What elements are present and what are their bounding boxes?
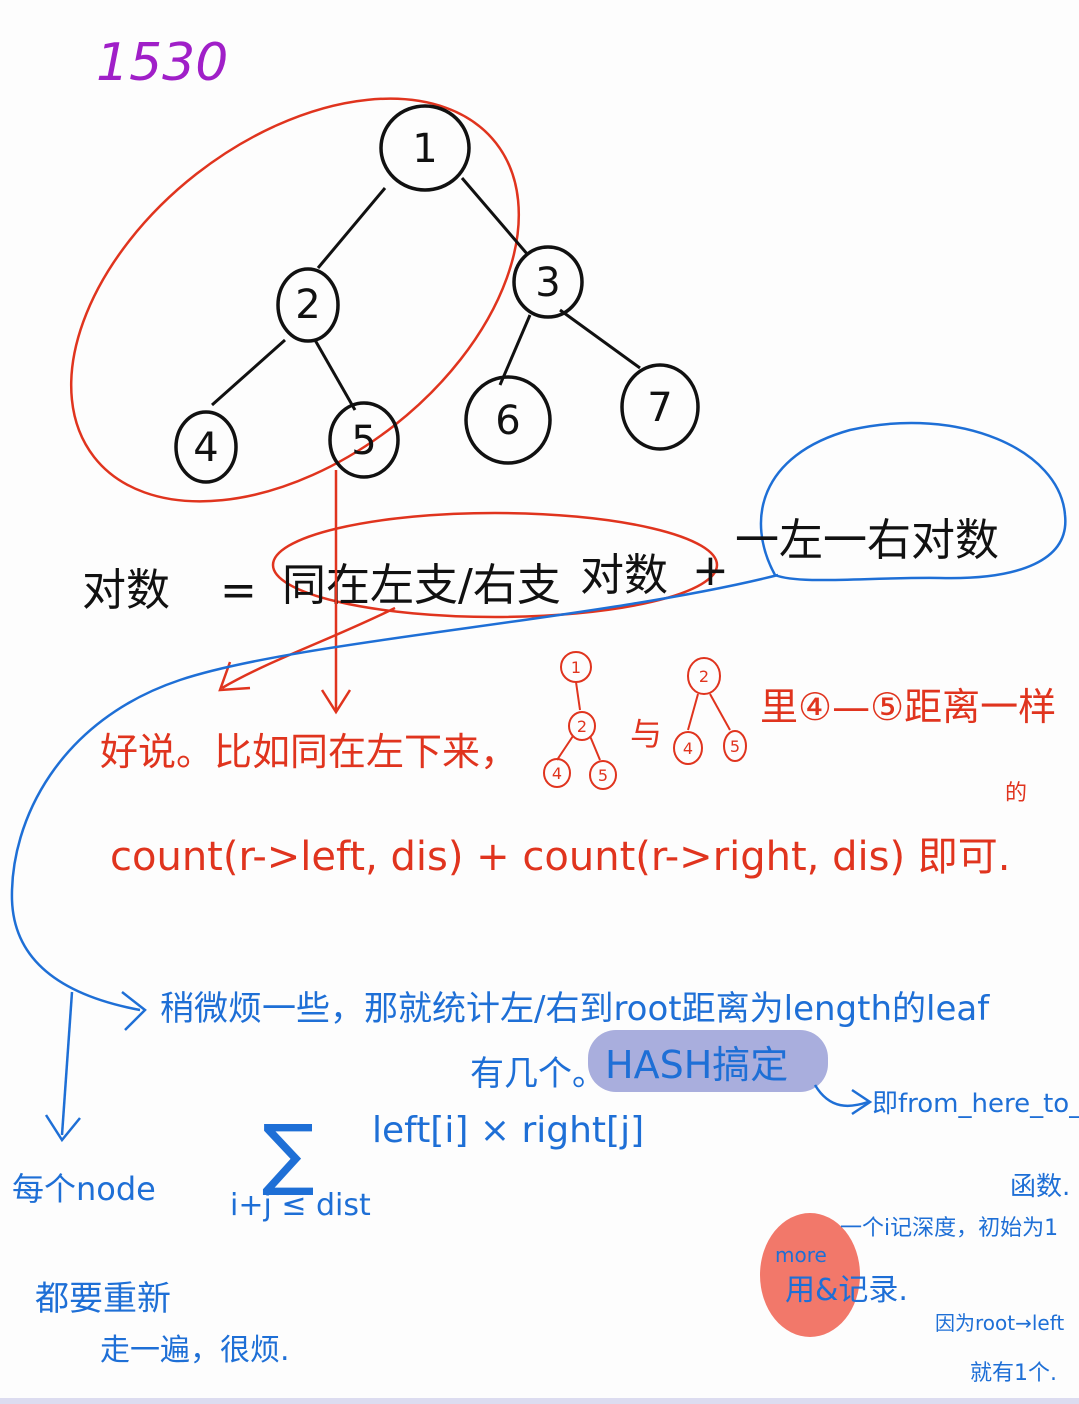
left-col3: 走一遍，很烦. <box>100 1333 290 1368</box>
formula-same-side: 同在左支/右支 <box>282 560 561 611</box>
same-side-highlight <box>271 511 719 619</box>
tree-node-1 <box>379 104 471 192</box>
tree-nodes <box>174 104 700 484</box>
tree-node-5 <box>328 401 400 479</box>
svg-text:5: 5 <box>730 737 740 756</box>
red-note-line1: 好说。比如同在左下来， <box>100 730 518 774</box>
blue-note-line1: 稍微烦一些，那就统计左/右到root距离为length的leaf <box>160 989 990 1029</box>
red-note-line1-tail: 里④—⑤距离一样 <box>760 685 1056 729</box>
svg-text:2: 2 <box>699 667 709 686</box>
cross-pairs-highlight <box>759 421 1067 582</box>
sum-cond: i+j ≤ dist <box>230 1188 371 1223</box>
sum-sign: ∑ <box>262 1109 315 1199</box>
bottom-rule <box>0 1398 1079 1404</box>
more-label: more <box>775 1243 827 1267</box>
tree-node-7 <box>620 363 700 451</box>
right-column-notes: more 用&记录. 一个i记深度，初始为1 因为root→left 就有1个. <box>775 1216 1064 1386</box>
mini-tree-b-labels: 2 4 5 <box>683 667 740 758</box>
tree-node-label-6: 6 <box>495 398 520 444</box>
mini-tree-a <box>543 651 617 790</box>
tree-node-label-3: 3 <box>535 260 560 306</box>
svg-text:5: 5 <box>598 766 608 785</box>
arrow-note2: 函数. <box>1010 1172 1070 1202</box>
tree-node-2 <box>276 267 340 343</box>
hash-arrow <box>813 1084 869 1108</box>
left-column-notes: 每个node 都要重新 走一遍，很烦. <box>12 1170 290 1368</box>
sum-term: left[i] × right[j] <box>372 1110 644 1151</box>
right-note2: 因为root→left <box>935 1311 1064 1335</box>
blue-note: 稍微烦一些，那就统计左/右到root距离为length的leaf 有几个。 <box>160 989 990 1094</box>
blue-note-line2-prefix: 有几个。 <box>470 1054 606 1094</box>
left-col1: 每个node <box>12 1170 156 1208</box>
tree-node-labels: 1 2 3 4 5 6 7 <box>193 126 672 471</box>
right-note3: 就有1个. <box>970 1361 1057 1386</box>
tree-node-4 <box>174 410 238 484</box>
tree-node-label-5: 5 <box>351 418 376 464</box>
formula-pairs: 对数 <box>580 550 668 601</box>
mini-tree-a-labels: 1 2 4 5 <box>552 658 608 785</box>
hash-label: HASH搞定 <box>605 1043 788 1087</box>
hash-arrowhead <box>851 1088 873 1116</box>
blue-down-arrowhead <box>44 1114 81 1143</box>
svg-text:2: 2 <box>577 717 587 736</box>
summation: ∑ left[i] × right[j] i+j ≤ dist <box>230 1109 644 1223</box>
mini-tree-b <box>673 657 747 765</box>
page-number: 1530 <box>96 33 228 93</box>
formula-line: 对数 = 同在左支/右支 对数 + 一左一右对数 <box>82 515 999 616</box>
red-arrows <box>218 470 396 715</box>
tree-edges <box>211 177 641 411</box>
svg-text:4: 4 <box>552 764 562 783</box>
svg-text:1: 1 <box>571 658 581 677</box>
more-body: 用&记录. <box>785 1273 908 1308</box>
tree-node-6 <box>464 375 552 465</box>
svg-text:4: 4 <box>683 739 693 758</box>
hash-highlight <box>588 1030 828 1092</box>
tree-node-3 <box>512 245 584 319</box>
left-col2: 都要重新 <box>35 1279 171 1319</box>
tree-node-label-1: 1 <box>412 126 437 172</box>
formula-cross: 一左一右对数 <box>735 515 999 566</box>
formula-eq: = <box>220 565 257 616</box>
blue-flow-arrowhead <box>121 991 147 1031</box>
red-note: 好说。比如同在左下来， 与 里④—⑤距离一样 count(r->left, di… <box>100 685 1056 880</box>
red-note-line2: count(r->left, dis) + count(r->right, di… <box>110 834 1011 880</box>
tree-node-label-4: 4 <box>193 425 218 471</box>
more-highlight <box>760 1213 860 1337</box>
blue-flow-curve <box>10 573 779 1012</box>
tree-node-label-2: 2 <box>295 282 320 328</box>
left-subtree-highlight <box>69 97 521 503</box>
blue-side-notes: 即from_here_to_leaf 函数. <box>872 1089 1079 1202</box>
red-note-superscript: 的 <box>1005 781 1027 806</box>
formula-lhs: 对数 <box>82 565 170 616</box>
arrow-note: 即from_here_to_leaf <box>872 1089 1079 1119</box>
right-note1: 一个i记深度，初始为1 <box>840 1216 1058 1241</box>
blue-down-line <box>60 991 74 1136</box>
red-note-and: 与 <box>630 715 662 753</box>
tree-node-label-7: 7 <box>647 385 672 431</box>
